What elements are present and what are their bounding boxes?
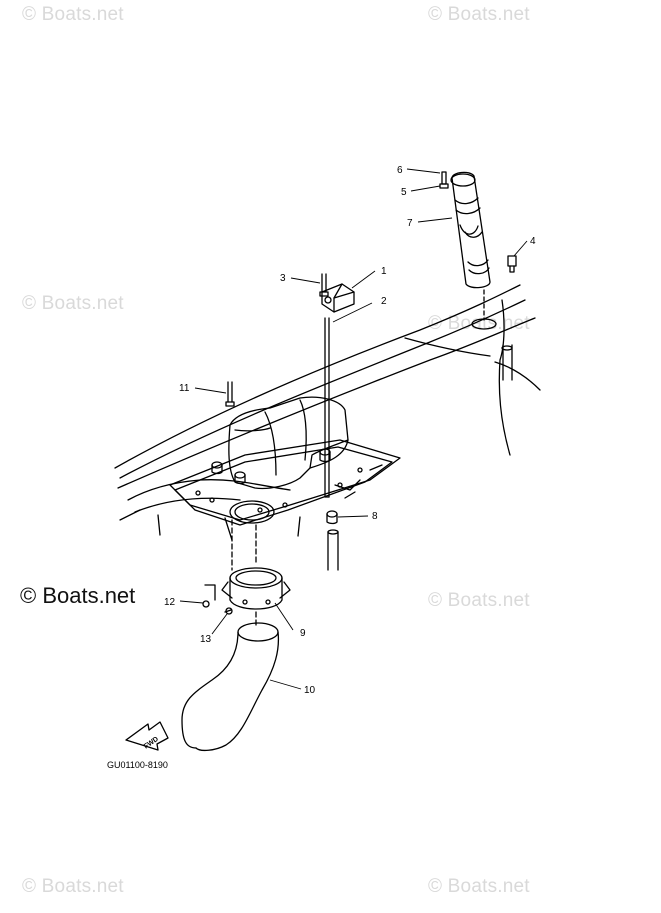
duct-part-9 <box>221 567 291 610</box>
diagram-code: GU01100-8190 <box>107 760 168 770</box>
callout-6: 6 <box>397 165 403 176</box>
stud-part-2 <box>324 317 330 498</box>
grommet-part-8 <box>326 510 338 525</box>
watermark-top-right: © Boats.net <box>428 4 530 25</box>
stud-part-11 <box>225 381 235 407</box>
hull-deck-outline <box>114 284 541 541</box>
callout-3: 3 <box>280 273 286 284</box>
callout-5: 5 <box>401 187 407 198</box>
watermark-main: © Boats.net <box>20 583 136 608</box>
cap-parts-5-6 <box>439 171 449 189</box>
callout-4: 4 <box>530 236 536 247</box>
deck-tray <box>169 439 401 526</box>
callout-13: 13 <box>200 634 212 645</box>
callout-2: 2 <box>381 296 387 307</box>
filler-tube-part-7 <box>450 171 491 289</box>
duct-part-10 <box>181 622 280 752</box>
fitting-part-4 <box>507 255 517 273</box>
bracket-part-1 <box>321 283 355 313</box>
callout-12: 12 <box>164 597 176 608</box>
intake-opening <box>229 500 275 524</box>
bolt-part-3 <box>319 273 329 297</box>
callout-11: 11 <box>179 383 190 394</box>
callout-labels: 6 5 7 4 3 1 2 11 8 12 13 9 10 FWD <box>143 165 536 751</box>
callout-9: 9 <box>300 628 306 639</box>
vent-hose <box>327 529 339 571</box>
callout-10: 10 <box>304 685 316 696</box>
bolts-parts-12-13 <box>202 584 233 615</box>
right-hose <box>501 344 513 381</box>
engine-housing <box>211 396 349 490</box>
watermark-lower-right: © Boats.net <box>428 590 530 611</box>
leader-lines <box>179 168 528 690</box>
watermark-bottom-right: © Boats.net <box>428 876 530 897</box>
callout-1: 1 <box>381 266 387 277</box>
watermark-top-left: © Boats.net <box>22 4 124 25</box>
callout-7: 7 <box>407 218 413 229</box>
fwd-arrow-icon <box>125 721 169 751</box>
watermark-bottom-left: © Boats.net <box>22 876 124 897</box>
watermark-mid-left: © Boats.net <box>22 293 124 314</box>
callout-8: 8 <box>372 511 378 522</box>
